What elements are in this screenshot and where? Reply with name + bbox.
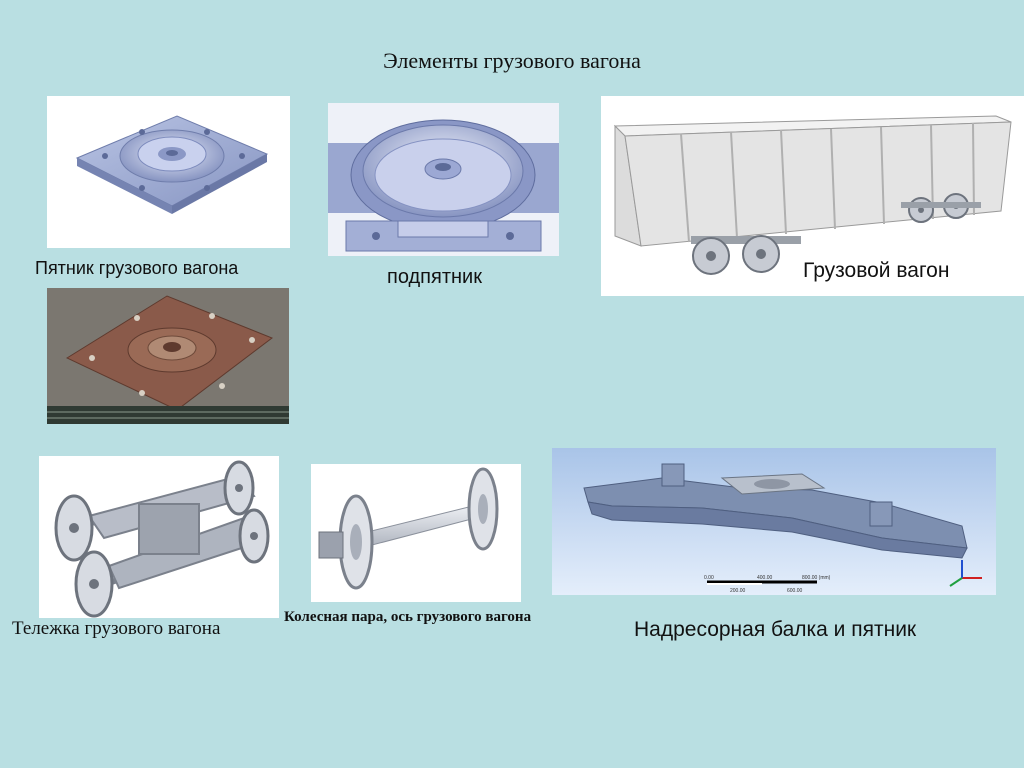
scale-label-600: 600.00 [787, 588, 803, 594]
bogie-caption: Тележка грузового вагона [12, 618, 221, 639]
wheelset-caption: Колесная пара, ось грузового вагона [284, 609, 532, 625]
pyatnik-photo [47, 288, 289, 424]
bolster-beam-image: 0.00 400.00 800.00 (mm) 200.00 600.00 [552, 448, 996, 595]
scale-label-800: 800.00 (mm) [802, 575, 831, 581]
bolster-beam-caption: Надресорная балка и пятник [634, 618, 917, 641]
slide-title: Элементы грузового вагона [383, 48, 641, 73]
scale-label-200: 200.00 [730, 588, 746, 594]
podpyatnik-cad-image [328, 103, 559, 256]
freight-wagon-caption: Грузовой вагон [803, 259, 950, 282]
podpyatnik-caption: подпятник [387, 266, 482, 288]
scale-label-400: 400.00 [757, 575, 773, 581]
scale-label-0: 0.00 [704, 575, 714, 581]
axis-triad-icon [949, 560, 982, 587]
pyatnik-cad-image [47, 96, 290, 248]
bogie-image [39, 456, 279, 618]
pyatnik-caption: Пятник грузового вагона [35, 258, 239, 278]
freight-wagon-image [601, 96, 1024, 296]
wheelset-image [311, 464, 521, 602]
